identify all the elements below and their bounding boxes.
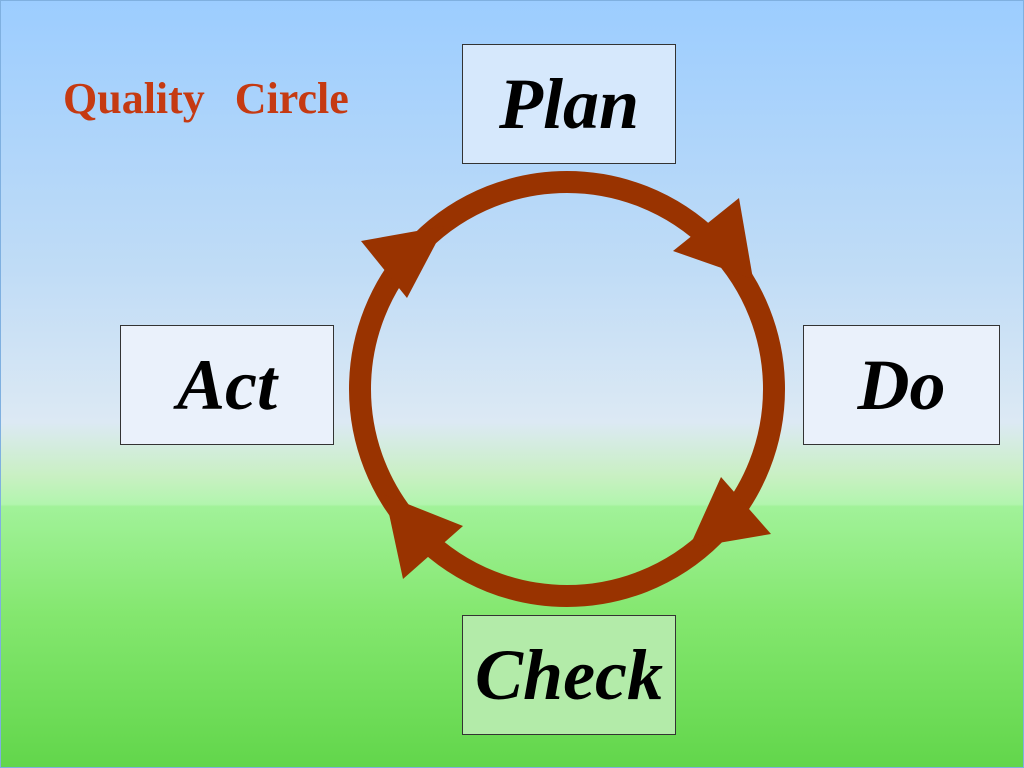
arrow-act-to-plan xyxy=(361,226,445,298)
arrow-do-to-check xyxy=(689,477,771,548)
step-check-box: Check xyxy=(462,615,676,735)
cycle-ring xyxy=(349,171,785,607)
arrow-check-to-act xyxy=(385,495,463,579)
step-do-label: Do xyxy=(857,344,946,425)
title-word-quality: Quality xyxy=(63,74,205,123)
step-plan-label: Plan xyxy=(498,63,640,144)
step-check-label: Check xyxy=(475,634,663,715)
slide-title: Quality Circle xyxy=(63,73,349,124)
title-word-circle: Circle xyxy=(234,74,349,123)
step-do-box: Do xyxy=(803,325,1000,445)
step-plan-box: Plan xyxy=(462,44,676,164)
arrow-plan-to-do xyxy=(673,198,753,279)
step-act-label: Act xyxy=(177,344,277,425)
step-act-box: Act xyxy=(120,325,334,445)
